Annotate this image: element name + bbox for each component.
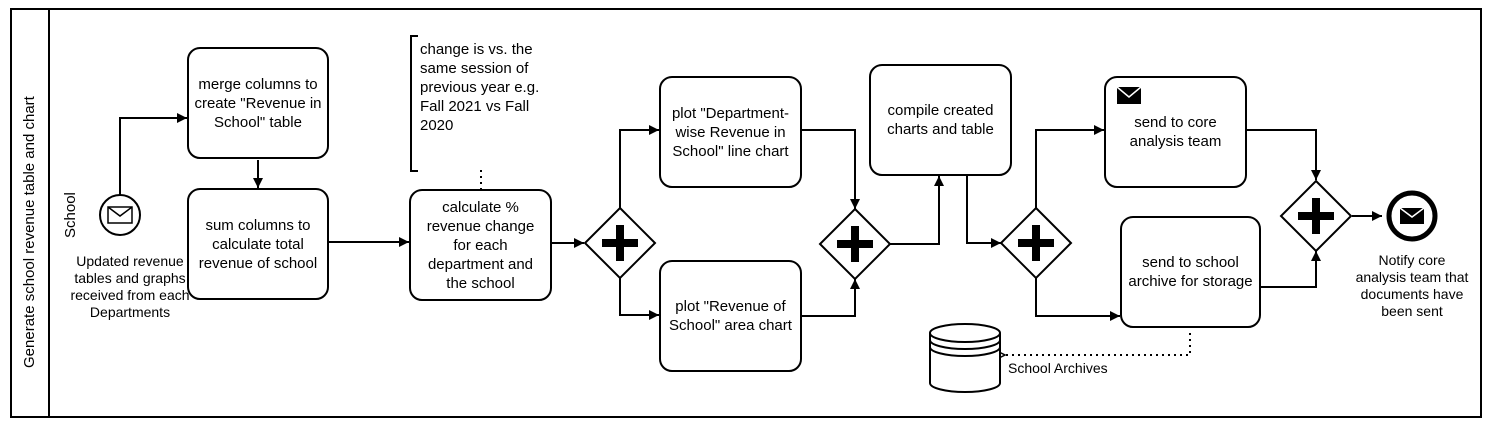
flow-sendcore-gateway4 bbox=[1246, 129, 1321, 180]
data-store-label: School Archives bbox=[1008, 360, 1108, 376]
flow-plotline-gateway2 bbox=[801, 129, 860, 209]
gateway-split-1[interactable] bbox=[583, 206, 657, 280]
flow-plotarea-gateway2 bbox=[801, 279, 860, 317]
flow-sendarchive-gateway4 bbox=[1260, 251, 1321, 288]
task-compile[interactable] bbox=[869, 64, 1012, 176]
end-message-event[interactable] bbox=[1386, 190, 1438, 242]
flow-gateway1-plotline bbox=[619, 125, 659, 208]
data-association bbox=[1005, 333, 1191, 355]
task-merge-label: merge columns to create "Revenue in Scho… bbox=[194, 75, 322, 131]
task-send-core-team[interactable] bbox=[1104, 76, 1247, 188]
task-sum-columns[interactable] bbox=[187, 188, 329, 300]
flow-start-merge bbox=[119, 113, 187, 195]
task-plot-area-chart[interactable] bbox=[659, 260, 802, 372]
lane-title: School bbox=[62, 192, 79, 238]
gateway-split-2[interactable] bbox=[999, 206, 1073, 280]
gateway-join-1[interactable] bbox=[818, 207, 892, 281]
task-plot-area-label: plot "Revenue of School" area chart bbox=[669, 298, 792, 334]
parallel-gateways bbox=[583, 179, 1353, 281]
start-envelope-icon bbox=[107, 206, 133, 224]
task-merge-columns[interactable] bbox=[187, 47, 329, 159]
gateway-join-2[interactable] bbox=[1279, 179, 1353, 253]
data-store-cylinder-icon[interactable] bbox=[929, 323, 1001, 393]
task-plot-line-chart[interactable] bbox=[659, 76, 802, 188]
annotation-bracket bbox=[410, 35, 418, 172]
start-message-event[interactable] bbox=[99, 194, 141, 236]
send-task-envelope-icon bbox=[1116, 86, 1142, 104]
flow-gateway3-sendarchive bbox=[1035, 278, 1120, 321]
task-plot-line-label: plot "Department-wise Revenue in School"… bbox=[671, 104, 790, 160]
annotation-text: change is vs. the same session of previo… bbox=[420, 41, 540, 134]
sequence-flows bbox=[119, 113, 1382, 321]
end-envelope-icon bbox=[1399, 207, 1425, 224]
flow-gateway2-compile bbox=[890, 176, 944, 245]
pool-title: Generate school revenue table and chart bbox=[21, 96, 38, 368]
flow-gateway3-sendcore bbox=[1035, 125, 1104, 208]
task-calculate-change[interactable] bbox=[409, 189, 552, 301]
task-sum-label: sum columns to calculate total revenue o… bbox=[198, 216, 318, 272]
end-event-label: Notify core analysis team that documents… bbox=[1355, 252, 1469, 319]
task-send-core-label: send to core analysis team bbox=[1129, 114, 1222, 150]
task-calc-label: calculate % revenue change for each depa… bbox=[426, 198, 535, 292]
task-send-archive[interactable] bbox=[1120, 216, 1261, 328]
flow-compile-gateway3 bbox=[966, 176, 1001, 248]
flow-gateway1-plotarea bbox=[619, 278, 659, 320]
task-compile-label: compile created charts and table bbox=[887, 102, 994, 138]
start-event-label: Updated revenue tables and graphs receiv… bbox=[70, 253, 190, 320]
task-send-archive-label: send to school archive for storage bbox=[1128, 254, 1253, 290]
